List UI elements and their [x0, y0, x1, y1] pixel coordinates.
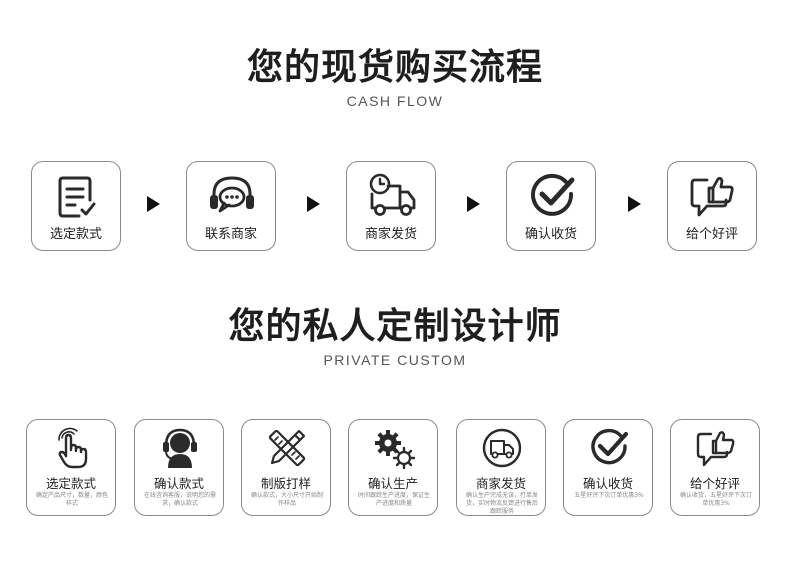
custom-step-confirm-receipt: 确认收货 五星好评下次订单优惠3%	[563, 419, 653, 516]
custom-step-desc: 确认生产完成无误，打单发货，实时物流反馈进行售后跟踪服务	[465, 492, 538, 515]
flow-step-contact: 联系商家	[186, 161, 276, 251]
section2-title: 您的私人定制设计师	[228, 306, 562, 347]
custom-step-label: 商家发货	[475, 476, 526, 491]
customer-service-icon	[163, 428, 197, 468]
arrow-right-icon	[147, 196, 160, 212]
flow-step-label: 联系商家	[204, 227, 257, 242]
arrow-right-icon	[467, 196, 480, 212]
custom-step-desc: 确定产品尺寸，数量，颜色样式	[35, 492, 108, 507]
pencil-ruler-icon	[268, 429, 306, 467]
thumbs-up-bubble-icon	[690, 176, 734, 217]
flow-step-confirm: 确认收货	[506, 161, 596, 251]
flow-step-ship: 商家发货	[346, 161, 436, 251]
custom-step-label: 选定款式	[45, 476, 96, 491]
custom-step-label: 确认生产	[367, 476, 418, 491]
flow-step-label: 确认收货	[524, 227, 577, 242]
custom-step-confirm-style: 确认款式 在线咨询客服，说明您的需求，确认款式	[134, 419, 224, 516]
delivery-truck-icon	[369, 173, 416, 216]
custom-step-production: 确认生产 时间跟踪生产进度，保证生产进度和质量	[348, 419, 438, 516]
custom-step-desc: 时间跟踪生产进度，保证生产进度和质量	[357, 492, 430, 507]
truck-circle-icon	[482, 428, 522, 468]
check-circle-icon	[531, 173, 575, 216]
check-circle-icon	[591, 428, 629, 465]
custom-step-ship: 商家发货 确认生产完成无误，打单发货，实时物流反馈进行售后跟踪服务	[456, 419, 546, 516]
custom-step-label: 确认款式	[153, 476, 204, 491]
thumbs-up-bubble-icon	[696, 431, 735, 467]
arrow-right-icon	[307, 196, 320, 212]
flow-step-label: 给个好评	[685, 227, 738, 242]
flow-step-label: 商家发货	[364, 227, 417, 242]
flow-step-review: 给个好评	[667, 161, 757, 251]
section1-subtitle: CASH FLOW	[346, 93, 444, 109]
flow-step-select-style: 选定款式	[31, 161, 121, 251]
arrow-right-icon	[628, 196, 641, 212]
custom-step-review: 给个好评 确认收货，五星好评下次订单优惠3%	[670, 419, 760, 516]
custom-step-label: 制版打样	[260, 476, 311, 491]
custom-step-label: 确认收货	[582, 476, 633, 491]
custom-step-desc: 五星好评下次订单优惠3%	[574, 492, 644, 499]
custom-step-select-style: 选定款式 确定产品尺寸，数量，颜色样式	[26, 419, 116, 516]
custom-step-sample: 制版打样 确认款式，大小尺寸开始制作样品	[241, 419, 331, 516]
custom-step-label: 给个好评	[689, 476, 740, 491]
section1-title: 您的现货购买流程	[246, 47, 543, 88]
headset-chat-icon	[210, 176, 254, 213]
flow-step-label: 选定款式	[49, 227, 102, 242]
custom-step-desc: 确认款式，大小尺寸开始制作样品	[250, 492, 323, 507]
section2-subtitle: PRIVATE CUSTOM	[323, 352, 467, 368]
gears-icon	[375, 430, 416, 470]
list-check-icon	[58, 176, 96, 218]
custom-step-desc: 确认收货，五星好评下次订单优惠3%	[679, 492, 752, 507]
custom-step-desc: 在线咨询客服，说明您的需求，确认款式	[143, 492, 216, 507]
hand-tap-icon	[58, 427, 88, 469]
